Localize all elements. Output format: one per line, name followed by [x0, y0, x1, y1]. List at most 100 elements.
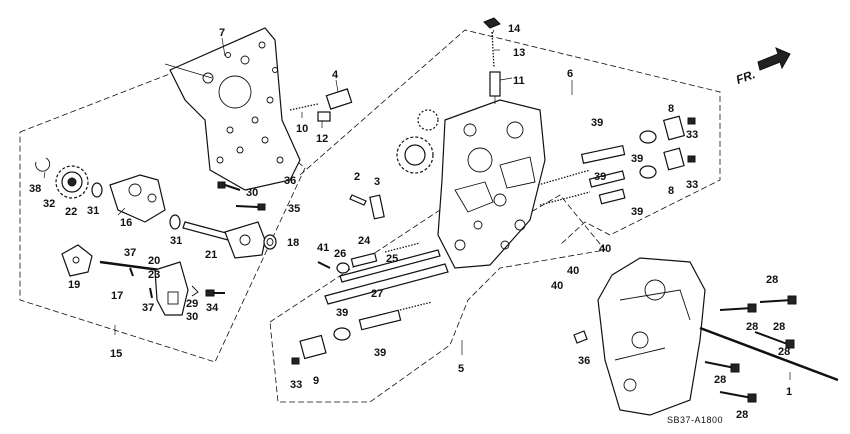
callout-39e: 39: [336, 307, 348, 319]
callout-37a: 37: [124, 247, 136, 259]
lower-spring: [399, 301, 433, 311]
retaining-clip: [191, 285, 199, 297]
callout-8b: 8: [668, 185, 674, 197]
callout-35: 35: [288, 203, 300, 215]
cover-plate-9: [299, 334, 327, 360]
callout-36a: 36: [284, 175, 296, 187]
callout-8a: 8: [668, 103, 674, 115]
callout-31b: 31: [170, 235, 182, 247]
plug-26: [336, 262, 350, 274]
spool-27b: [339, 249, 441, 283]
transmission-housing: [597, 257, 706, 416]
callout-30a: 30: [246, 187, 258, 199]
callout-30b: 30: [186, 311, 198, 323]
callout-33c: 33: [290, 379, 302, 391]
callout-13: 13: [513, 47, 525, 59]
callout-28b: 28: [746, 321, 758, 333]
bolt-33a: [687, 117, 696, 125]
washer-2: [169, 214, 181, 230]
group-15-outline: [19, 67, 306, 363]
callout-39f: 39: [374, 347, 386, 359]
pump-plate: [61, 244, 93, 277]
callout-1: 1: [786, 386, 792, 398]
callout-10: 10: [296, 123, 308, 135]
snap-ring: [35, 157, 51, 172]
callout-32: 32: [43, 198, 55, 210]
callout-14: 14: [508, 23, 521, 35]
valve-housing: [154, 261, 189, 316]
spring-13: [491, 31, 495, 69]
callout-16: 16: [120, 217, 132, 229]
callout-25: 25: [386, 253, 398, 265]
group-6-outline: [299, 29, 721, 246]
callout-34: 34: [206, 302, 219, 314]
valve-body-passages: [454, 121, 536, 251]
callout-27: 27: [371, 288, 383, 300]
callout-labels: 1 2 3 4 5 6 7 8 8 9 10 11 12 13 14 15 16…: [29, 23, 792, 421]
callout-3: 3: [374, 176, 380, 188]
plug-12: [317, 111, 331, 122]
cap-14: [483, 17, 501, 29]
callout-33b: 33: [686, 179, 698, 191]
callout-31a: 31: [87, 205, 99, 217]
valve-body-gear: [396, 109, 439, 174]
leader-lines: [43, 29, 791, 380]
dowel-36: [573, 330, 588, 344]
diagram-code: SB37-A1800: [667, 415, 723, 425]
callout-15: 15: [110, 348, 122, 360]
housing-detail: [614, 279, 691, 392]
long-bolt-1: [699, 326, 839, 382]
housing-bolts: [704, 295, 797, 403]
bolt-30a: [217, 181, 241, 191]
pin-37b: [149, 287, 153, 299]
callout-28e: 28: [714, 374, 726, 386]
callout-4: 4: [332, 69, 339, 81]
callout-28a: 28: [766, 274, 778, 286]
cover-plate-8b: [663, 147, 685, 171]
callout-29: 29: [186, 298, 198, 310]
separator-plate-holes: [202, 41, 284, 164]
callout-37b: 37: [142, 302, 154, 314]
callout-12: 12: [316, 133, 328, 145]
callout-17: 17: [111, 290, 123, 302]
callout-22: 22: [65, 206, 77, 218]
bolt-33c: [291, 357, 300, 365]
pump-drive-gear: [55, 165, 89, 199]
long-valve-27: [324, 263, 449, 305]
callout-40b: 40: [567, 265, 579, 277]
cover-plate-8a: [662, 115, 686, 141]
valve-3: [369, 194, 385, 220]
lower-valve-spool: [358, 309, 402, 331]
callout-7: 7: [219, 27, 225, 39]
callout-19: 19: [68, 279, 80, 291]
plug-lower: [333, 327, 351, 341]
separator-plate: [169, 27, 301, 191]
callout-26: 26: [334, 248, 346, 260]
oil-seal: [263, 234, 277, 250]
callout-40c: 40: [551, 280, 563, 292]
callout-23: 23: [148, 269, 160, 281]
callout-18: 18: [287, 237, 299, 249]
callout-6: 6: [567, 68, 573, 80]
callout-36b: 36: [578, 355, 590, 367]
callout-28d: 28: [778, 346, 790, 358]
callout-24: 24: [358, 235, 371, 247]
pin-41: [317, 261, 331, 269]
spring-10: [289, 103, 319, 111]
callout-40a: 40: [599, 243, 611, 255]
tube-4: [325, 88, 353, 110]
oil-pump-body: [109, 174, 166, 223]
callout-9: 9: [313, 375, 319, 387]
bolt-35: [235, 203, 266, 211]
callout-38: 38: [29, 183, 41, 195]
front-direction-label: FR.: [734, 67, 757, 87]
callout-20: 20: [148, 255, 160, 267]
callout-39b: 39: [631, 153, 643, 165]
dowel-2: [349, 194, 367, 206]
callout-39d: 39: [631, 206, 643, 218]
pin-37a: [129, 267, 134, 277]
callout-21: 21: [205, 249, 217, 261]
callout-2: 2: [354, 171, 360, 183]
